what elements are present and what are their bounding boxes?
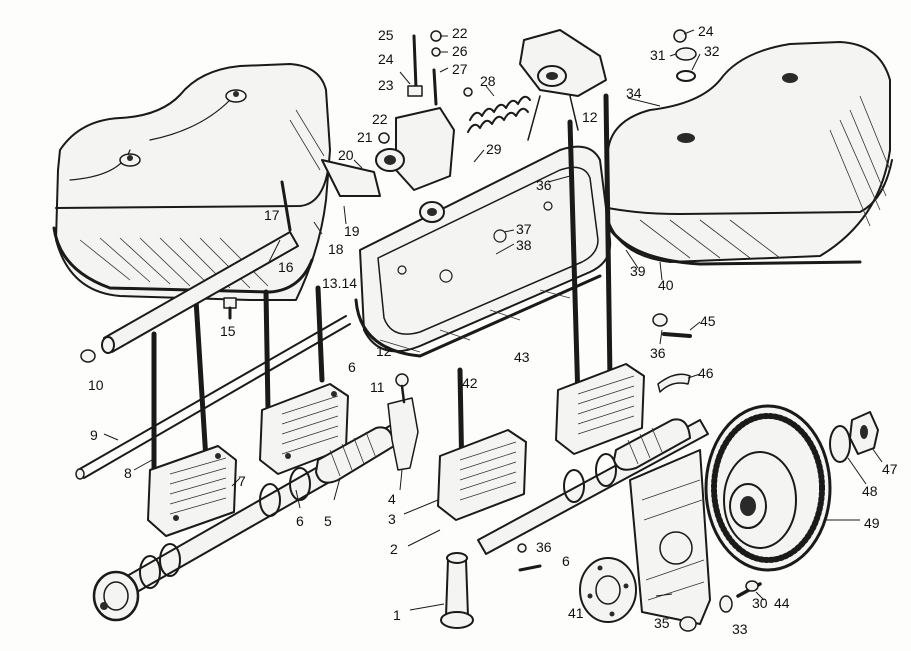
- tappet-1: [440, 552, 474, 629]
- callout-3: 3: [388, 511, 396, 527]
- callout-labels: 1 2 3 4 5 6 6 6 7 8 9 10 11 12 12 13.14 …: [88, 23, 898, 637]
- callout-36: 36: [650, 345, 666, 361]
- callout-9: 9: [90, 427, 98, 443]
- bolt-44: [719, 580, 762, 613]
- right-valve-cover: [606, 41, 893, 266]
- tappet-block-3: [437, 429, 527, 521]
- callout-4: 4: [388, 491, 396, 507]
- callout-34: 34: [626, 85, 642, 101]
- callout-18: 18: [328, 241, 344, 257]
- callout-6: 6: [348, 359, 356, 375]
- callout-45: 45: [700, 313, 716, 329]
- callout-10: 10: [88, 377, 104, 393]
- callout-8: 8: [124, 465, 132, 481]
- callout-1: 1: [393, 607, 401, 623]
- tappet-block-7: [147, 445, 237, 537]
- tappet-block-right: [555, 363, 645, 455]
- callout-2: 2: [390, 541, 398, 557]
- callout-22: 22: [372, 111, 388, 127]
- callout-36: 36: [536, 539, 552, 555]
- washer-48: [829, 425, 851, 463]
- callout-32: 32: [704, 43, 720, 59]
- callout-40: 40: [658, 277, 674, 293]
- callout-24: 24: [378, 51, 394, 67]
- callout-20: 20: [338, 147, 354, 163]
- callout-24: 24: [698, 23, 714, 39]
- callout-44: 44: [774, 595, 790, 611]
- callout-6: 6: [296, 513, 304, 529]
- callout-19: 19: [344, 223, 360, 239]
- nut-47: [849, 411, 879, 455]
- nut-35: [679, 616, 697, 632]
- callout-36: 36: [536, 177, 552, 193]
- push-rods: [151, 93, 613, 483]
- long-rod: [75, 315, 351, 480]
- callout-12: 12: [376, 343, 392, 359]
- callout-38: 38: [516, 237, 532, 253]
- callout-46: 46: [698, 365, 714, 381]
- timing-gear-49: [704, 404, 832, 572]
- tappet-block-6: [259, 383, 349, 475]
- bolt-6-bottom: [517, 543, 542, 572]
- rocker-shaft: [101, 231, 299, 354]
- callout-25: 25: [378, 27, 394, 43]
- callout-29: 29: [486, 141, 502, 157]
- callout-41: 41: [568, 605, 584, 621]
- callout-22: 22: [452, 25, 468, 41]
- nut-10: [80, 349, 96, 363]
- flange-41: [579, 557, 637, 623]
- callout-13-14: 13.14: [322, 275, 357, 291]
- bracket-4: [387, 373, 419, 471]
- adjusting-studs: [378, 29, 697, 144]
- callout-30: 30: [752, 595, 768, 611]
- callout-5: 5: [324, 513, 332, 529]
- key-46: [657, 373, 691, 393]
- callout-15: 15: [220, 323, 236, 339]
- callout-31: 31: [650, 47, 666, 63]
- callout-21: 21: [357, 129, 373, 145]
- callout-28: 28: [480, 73, 496, 89]
- callout-12: 12: [582, 109, 598, 125]
- camshaft-left: [92, 419, 411, 622]
- callout-11: 11: [370, 379, 385, 395]
- bolt-45: [652, 313, 692, 338]
- leader-lines: [103, 29, 883, 611]
- rocker-arm-assembly-left: [321, 107, 455, 223]
- callout-48: 48: [862, 483, 878, 499]
- callout-43: 43: [514, 349, 530, 365]
- camshaft-right: [477, 418, 709, 555]
- callout-7: 7: [238, 473, 246, 489]
- callout-49: 49: [864, 515, 880, 531]
- rocker-spring: [467, 95, 531, 133]
- callout-42: 42: [462, 375, 478, 391]
- rocker-arm-assembly-right: [519, 29, 607, 141]
- mounting-plate-33: [629, 449, 711, 625]
- valve-gasket-frame: [354, 145, 612, 358]
- callout-27: 27: [452, 61, 468, 77]
- callout-47: 47: [882, 461, 898, 477]
- callout-17: 17: [264, 207, 280, 223]
- callout-16: 16: [278, 259, 294, 275]
- bolt-15: [223, 297, 237, 320]
- callout-33: 33: [732, 621, 748, 637]
- callout-39: 39: [630, 263, 646, 279]
- callout-26: 26: [452, 43, 468, 59]
- callout-6: 6: [562, 553, 570, 569]
- callout-35: 35: [654, 615, 670, 631]
- callout-37: 37: [516, 221, 532, 237]
- callout-23: 23: [378, 77, 394, 93]
